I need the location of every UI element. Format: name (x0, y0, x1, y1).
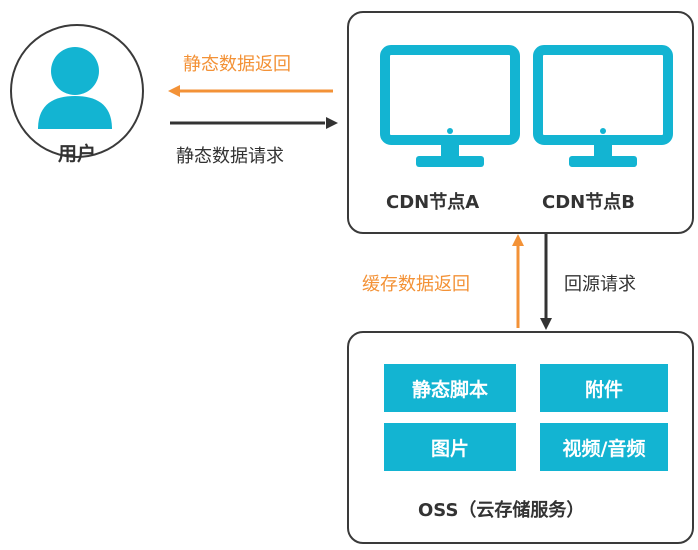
cache-return-arrow (512, 234, 524, 328)
return-arrow (168, 85, 333, 97)
user-icon (38, 47, 112, 129)
cdn-node-a-label: CDN节点A (386, 192, 480, 213)
cdn-box (347, 11, 694, 234)
tile-static-script: 静态脚本 (384, 364, 516, 412)
static-data-return-label: 静态数据返回 (183, 54, 291, 75)
oss-label: OSS（云存储服务） (418, 500, 585, 521)
origin-request-label: 回源请求 (564, 274, 636, 295)
tile-image: 图片 (384, 423, 516, 471)
user-circle (10, 24, 144, 158)
monitor-icon-b (533, 45, 673, 167)
static-data-request-label: 静态数据请求 (176, 146, 284, 167)
request-arrow (170, 117, 338, 129)
cache-data-return-label: 缓存数据返回 (362, 274, 470, 295)
oss-box (347, 331, 694, 544)
user-label: 用户 (57, 143, 96, 165)
monitor-icon-a (380, 45, 520, 167)
origin-request-arrow (540, 234, 552, 330)
tile-video-audio: 视频/音频 (540, 423, 668, 471)
tile-attachment: 附件 (540, 364, 668, 412)
cdn-node-b-label: CDN节点B (542, 192, 635, 213)
